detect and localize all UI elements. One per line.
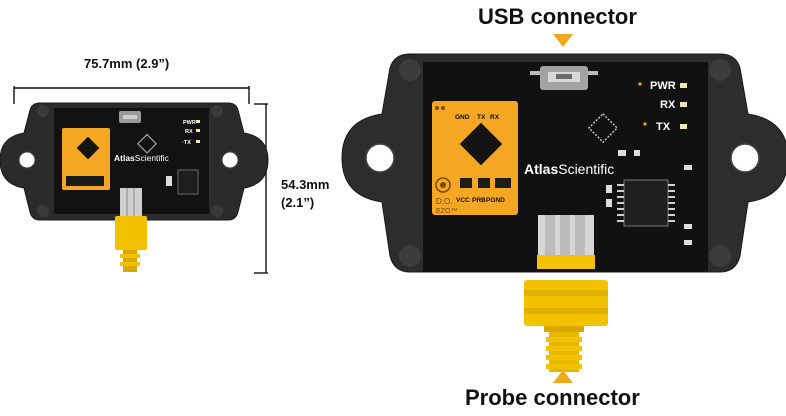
- svg-text:PRB: PRB: [472, 197, 486, 204]
- small-terminal: [120, 188, 142, 218]
- small-device: AtlasScientific PWR RX ·TX: [0, 102, 269, 272]
- height-dimension-in: (2.1”): [281, 195, 315, 210]
- usb-connector-label: USB connector: [478, 4, 637, 29]
- usb-arrow: [553, 34, 573, 47]
- svg-text:GND: GND: [455, 114, 470, 121]
- small-mount-hole-right: [221, 151, 239, 169]
- small-brand-logo: AtlasScientific: [114, 153, 170, 163]
- probe-connector-label: Probe connector: [465, 385, 640, 410]
- large-screw: [399, 59, 421, 81]
- probe-arrow: [553, 370, 573, 383]
- svg-text:RX: RX: [185, 129, 193, 135]
- small-probe-connector: [115, 216, 147, 250]
- large-ic-chip: [617, 179, 675, 227]
- led-pwr: [680, 83, 687, 88]
- height-dimension-mm: 54.3mm: [281, 177, 330, 192]
- large-mount-hole-right: [730, 143, 760, 173]
- large-brand-logo: AtlasScientific: [524, 161, 614, 177]
- svg-text:D.O.: D.O.: [436, 197, 452, 206]
- large-screw: [709, 59, 731, 81]
- large-probe-connector: [524, 255, 608, 372]
- small-screw: [211, 105, 223, 117]
- large-device: GND TX RX VCC PRB PGND D.O. EZO™ AtlasSc…: [341, 53, 786, 372]
- small-mount-hole-left: [18, 151, 36, 169]
- height-dimension-line: [254, 103, 268, 274]
- width-dimension-line: [13, 86, 250, 104]
- large-screw: [709, 245, 731, 267]
- large-ezo-circuit: GND TX RX VCC PRB PGND D.O. EZO™: [432, 101, 518, 215]
- svg-text:VCC: VCC: [456, 197, 470, 204]
- small-screw: [37, 105, 49, 117]
- svg-text:RX: RX: [490, 114, 500, 121]
- small-ezo-circuit: [62, 128, 110, 190]
- led-rx: [680, 102, 687, 107]
- led-tx: [680, 124, 687, 129]
- led-label-rx: RX: [660, 99, 676, 111]
- led-label-pwr: PWR: [650, 80, 676, 92]
- svg-text:PGND: PGND: [486, 197, 505, 204]
- svg-text:·TX: ·TX: [182, 140, 191, 146]
- width-dimension-label: 75.7mm (2.9”): [84, 56, 170, 71]
- large-mount-hole-left: [365, 143, 395, 173]
- svg-text:PWR: PWR: [183, 120, 196, 126]
- small-screw: [211, 205, 223, 217]
- small-chip: [177, 169, 199, 195]
- led-label-tx: TX: [656, 121, 671, 133]
- svg-text:TX: TX: [477, 114, 486, 121]
- large-screw: [399, 245, 421, 267]
- small-screw: [37, 205, 49, 217]
- svg-text:EZO™: EZO™: [436, 208, 457, 215]
